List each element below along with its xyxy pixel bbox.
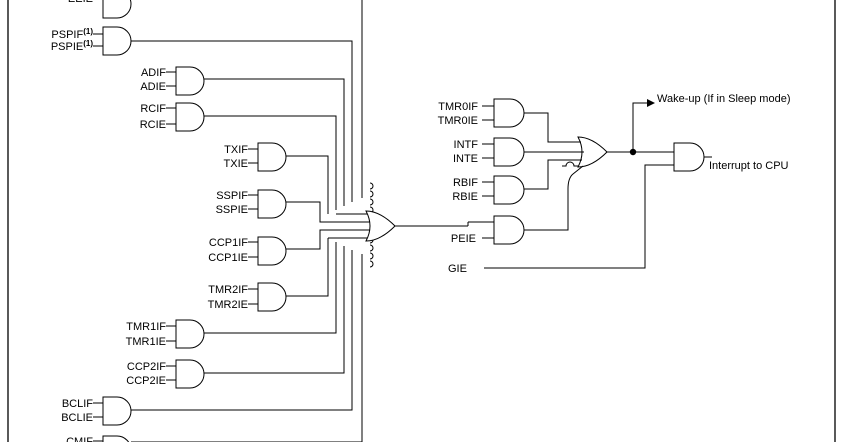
and-gate-body (257, 236, 287, 266)
wire (369, 182, 374, 190)
peripheral-and-gates: EEIEPSPIF(1)PSPIE(1)ADIFADIERCIFRCIETXIF… (51, 0, 374, 442)
and-gate-8: TMR1IF TMR1IE (126, 242, 337, 349)
wire (524, 159, 582, 190)
wire (286, 201, 372, 223)
wire (361, 0, 363, 198)
and-gate-body (175, 319, 205, 349)
input-label: SSPIE (216, 204, 248, 216)
input-label: TMR2IF (208, 284, 248, 296)
core-and-gates: TMR0IF TMR0IE INTF INTE RBIF RBIE (438, 98, 525, 205)
and-gate-11: CMIF (66, 254, 363, 442)
wire (204, 115, 337, 210)
core-and-gate-0: TMR0IF TMR0IE (438, 98, 525, 128)
wire (369, 244, 374, 252)
input-label-text: PSPIE (51, 41, 83, 53)
wire (286, 229, 372, 250)
and-gate-body (493, 98, 525, 128)
peie-and-gate: PEIE (451, 215, 525, 245)
and-gate-2: ADIF ADIE (140, 66, 345, 206)
input-label: BCLIE (61, 412, 93, 424)
and-gate-1: PSPIF(1)PSPIE(1) (51, 26, 353, 202)
wire (131, 250, 353, 411)
wire-jumper (562, 161, 578, 167)
cpu-output-label: Interrupt to CPU (709, 160, 789, 172)
gie-wire (484, 164, 674, 269)
input-label: INTF (454, 139, 479, 151)
and-gate-body (257, 282, 287, 312)
input-label: RBIF (453, 177, 478, 189)
input-label: TMR2IE (208, 299, 248, 311)
and-gate-body (102, 26, 132, 56)
input-label-text: PSPIF (51, 29, 83, 41)
and-gate-body (102, 0, 132, 19)
input-label-superscript: (1) (83, 27, 93, 36)
and-gate-body (175, 66, 205, 96)
input-label: EEIE (68, 0, 93, 5)
wire (524, 112, 581, 143)
and-gate-body (175, 359, 205, 389)
wire-jumpers (328, 182, 374, 268)
and-gate-7: TMR2IF TMR2IE (208, 238, 329, 312)
input-label: CMIF (66, 436, 93, 442)
gie-label: GIE (448, 263, 467, 275)
and-gate-3: RCIF RCIE (140, 102, 337, 210)
cpu-and-gate (673, 142, 705, 172)
input-label: TXIE (224, 158, 248, 170)
wire (369, 198, 374, 206)
and-gate-body (493, 137, 525, 167)
wire (369, 260, 374, 268)
input-label: ADIF (141, 67, 166, 79)
input-label: CCP2IE (126, 375, 166, 387)
input-label: CCP1IE (208, 252, 248, 264)
input-label: TMR0IF (438, 101, 478, 113)
core-and-gate-1: INTF INTE (453, 137, 525, 167)
wakeup-label: Wake-up (If in Sleep mode) (657, 93, 790, 105)
input-label: PSPIF(1) (51, 27, 93, 41)
input-label: RCIF (140, 103, 166, 115)
wire (131, 40, 353, 202)
and-gate-body (257, 189, 287, 219)
input-label: CCP1IF (209, 237, 248, 249)
input-label: BCLIF (62, 398, 93, 410)
input-label: CCP2IF (127, 361, 166, 373)
input-label: ADIE (140, 81, 166, 93)
wire (524, 165, 584, 231)
input-label: RCIE (140, 119, 166, 131)
core-and-gate-2: RBIF RBIE (452, 175, 525, 205)
wire (204, 246, 345, 374)
wire (369, 252, 374, 260)
and-gate-body (102, 396, 132, 426)
peripheral-or-gate (365, 210, 396, 242)
input-label: RBIE (452, 191, 478, 203)
and-gate-body (175, 102, 205, 132)
input-label-superscript: (1) (83, 39, 93, 48)
input-label: INTE (453, 153, 478, 165)
and-gate-10: BCLIF BCLIE (61, 250, 353, 426)
and-gate-0: EEIE (68, 0, 363, 198)
and-gate-5: SSPIF SSPIE (216, 189, 372, 223)
input-label: TMR0IE (438, 115, 478, 127)
wire (286, 155, 329, 214)
input-label: TXIF (224, 144, 248, 156)
and-gate-body (493, 175, 525, 205)
input-label: TMR1IF (126, 321, 166, 333)
wire (131, 254, 363, 442)
wire (369, 190, 374, 198)
peie-label: PEIE (451, 233, 476, 245)
and-gate-4: TXIF TXIE (224, 142, 329, 214)
and-gate-9: CCP2IF CCP2IE (126, 246, 345, 389)
wire (204, 78, 345, 206)
and-gate-body (257, 142, 287, 172)
wire (286, 238, 329, 297)
input-label: PSPIE(1) (51, 39, 94, 53)
and-gate-body (102, 435, 130, 442)
input-label: TMR1IE (126, 336, 166, 348)
wakeup-wire (632, 99, 655, 152)
and-gate-6: CCP1IF CCP1IE (208, 229, 372, 266)
wire (204, 242, 337, 334)
input-label: SSPIF (216, 190, 248, 202)
